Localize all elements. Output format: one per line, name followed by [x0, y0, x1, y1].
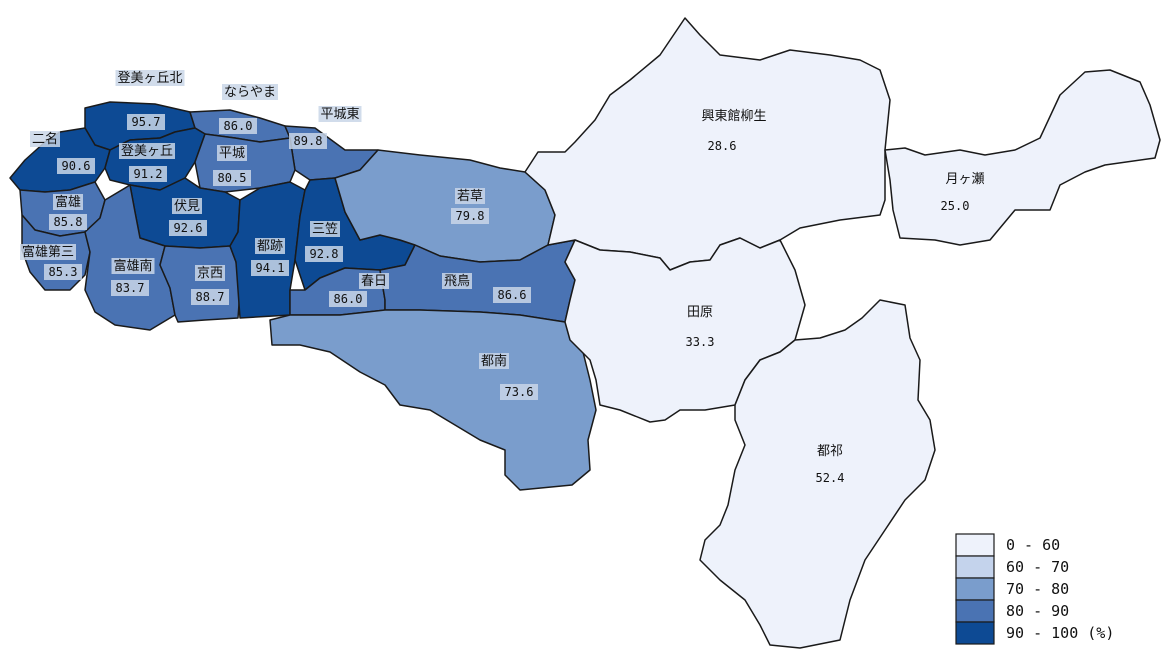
- region-name-bg: [172, 198, 202, 214]
- region-value-bg: [191, 289, 229, 305]
- region-value-bg: [251, 260, 289, 276]
- region-value-bg: [289, 133, 327, 149]
- legend-swatch-90-100: [955, 621, 995, 645]
- legend: 0 - 60 60 - 70 70 - 80 80 - 90 90 - 100 (%): [955, 533, 1114, 645]
- region-value-bg: [111, 280, 149, 296]
- region-value-narayama: 86.0: [224, 119, 253, 133]
- region-name-tomio-daisan: 富雄第三: [22, 244, 74, 260]
- region-name-bg: [217, 145, 247, 161]
- region-name-bg: [222, 84, 278, 100]
- region-value-heijo: 80.5: [218, 171, 247, 185]
- legend-label-70-80: 70 - 80: [1006, 580, 1069, 598]
- legend-swatch-60-70: [955, 555, 995, 579]
- region-name-asuka: 飛鳥: [444, 274, 470, 289]
- region-value-tomio: 85.8: [54, 215, 83, 229]
- legend-label-80-90: 80 - 90: [1006, 602, 1069, 620]
- region-value-tomigaoka-kita: 95.7: [132, 115, 161, 129]
- region-value-kotokan: 28.6: [708, 139, 737, 153]
- region-name-bg: [53, 194, 83, 210]
- region-value-bg: [57, 158, 95, 174]
- region-name-bg: [30, 131, 60, 147]
- region-nanbu: [269, 309, 597, 491]
- region-name-tsuge: 都祁: [817, 444, 843, 459]
- region-name-mikasa: 三笠: [312, 222, 338, 237]
- region-value-kasuga: 86.0: [334, 292, 363, 306]
- region-value-bg: [493, 287, 531, 303]
- region-value-bg: [219, 118, 257, 134]
- legend-label-60-70: 60 - 70: [1006, 558, 1069, 576]
- region-name-heijo-higashi: 平城東: [320, 106, 359, 122]
- region-value-bg: [169, 220, 207, 236]
- region-value-tsukigase: 25.0: [941, 199, 970, 213]
- region-name-bg: [318, 106, 362, 122]
- legend-swatch-80-90: [955, 599, 995, 623]
- region-name-bg: [442, 273, 472, 289]
- region-value-bg: [305, 246, 343, 262]
- region-name-nanbu: 都南: [481, 353, 507, 369]
- region-value-tosseki: 94.1: [256, 261, 285, 275]
- region-value-bg: [44, 264, 82, 280]
- region-value-bg: [213, 170, 251, 186]
- legend-swatch-0-60: [955, 533, 995, 557]
- legend-label-90-100: 90 - 100 (%): [1006, 624, 1114, 642]
- region-name-nimyo: 二名: [32, 131, 58, 147]
- region-name-bg: [455, 188, 485, 204]
- region-value-bg: [500, 384, 538, 400]
- region-value-bg: [451, 208, 489, 224]
- region-value-fushimi: 92.6: [174, 221, 203, 235]
- region-tsuge: [699, 299, 936, 649]
- region-value-bg: [329, 291, 367, 307]
- region-name-tomigaoka: 登美ヶ丘: [121, 144, 173, 159]
- region-value-tsuge: 52.4: [816, 471, 845, 485]
- region-tsukigase: [884, 69, 1161, 246]
- region-name-narayama: ならやま: [224, 85, 276, 100]
- region-name-bg: [111, 258, 155, 274]
- region-value-bg: [127, 114, 165, 130]
- legend-label-0-60: 0 - 60: [1006, 536, 1060, 554]
- region-name-bg: [310, 221, 340, 237]
- region-name-fushimi: 伏見: [174, 199, 200, 214]
- region-value-bg: [49, 214, 87, 230]
- region-name-bg: [119, 143, 175, 159]
- region-name-bg: [20, 244, 76, 260]
- region-value-bg: [129, 166, 167, 182]
- legend-swatch-70-80: [955, 577, 995, 601]
- region-name-tsukigase: 月ヶ瀬: [945, 172, 984, 187]
- region-name-tosseki: 都跡: [257, 238, 283, 254]
- region-name-wakakusa: 若草: [457, 188, 483, 204]
- region-name-tawara: 田原: [687, 305, 713, 320]
- region-value-nimyo: 90.6: [62, 159, 91, 173]
- labels-layer: 登美ヶ丘北 95.7 ならやま 86.0 平城東 89.8 二名 90.6 登美ヶ丘 91.2 平城…: [20, 70, 985, 485]
- region-name-bg: [255, 238, 285, 254]
- region-value-tawara: 33.3: [686, 335, 715, 349]
- region-value-tomio-daisan: 85.3: [49, 265, 78, 279]
- region-name-kasuga: 春日: [361, 274, 387, 289]
- region-name-kotokan: 興東館柳生: [701, 108, 766, 124]
- region-name-bg: [359, 273, 389, 289]
- region-value-asuka: 86.6: [498, 288, 527, 302]
- region-value-wakakusa: 79.8: [456, 209, 485, 223]
- region-name-bg: [479, 353, 509, 369]
- region-value-nanbu: 73.6: [505, 385, 534, 399]
- region-value-heijo-higashi: 89.8: [294, 134, 323, 148]
- region-name-heijo: 平城: [219, 146, 245, 161]
- region-value-mikasa: 92.8: [310, 247, 339, 261]
- region-name-bg: [195, 265, 225, 281]
- region-name-tomigaoka-kita: 登美ヶ丘北: [117, 71, 182, 86]
- region-value-tomigaoka: 91.2: [134, 167, 163, 181]
- region-name-bg: [115, 70, 185, 86]
- region-name-kyonishi: 京西: [197, 266, 223, 281]
- region-value-tomio-minami: 83.7: [116, 281, 145, 295]
- region-value-kyonishi: 88.7: [196, 290, 225, 304]
- region-name-tomio-minami: 富雄南: [113, 258, 152, 274]
- region-name-tomio: 富雄: [55, 194, 81, 210]
